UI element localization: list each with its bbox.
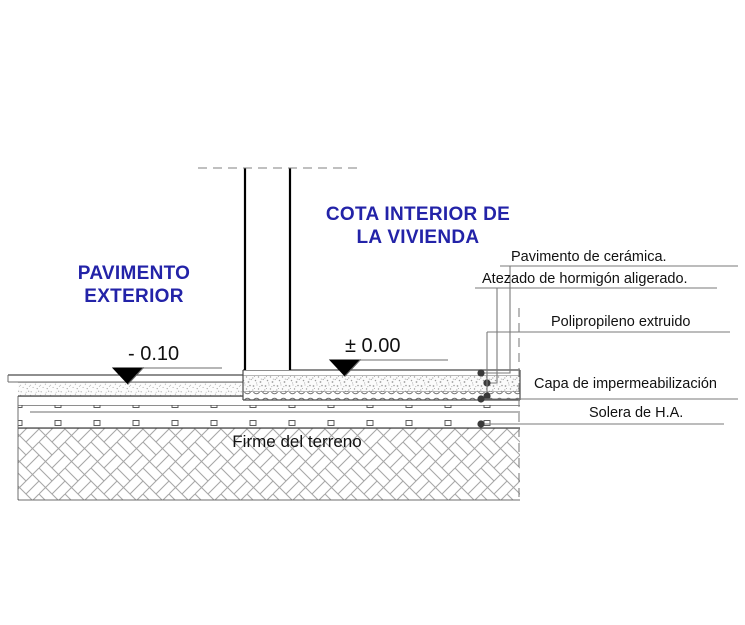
ground-hatch — [18, 428, 520, 500]
exterior-zone-label-line1: PAVIMENTO — [78, 263, 191, 284]
lightweight-screed-hatch — [243, 376, 520, 392]
exterior-level-tick — [127, 367, 144, 385]
insulation-circles — [243, 392, 520, 400]
annotation-leaders — [475, 265, 738, 428]
annotation-insulation: Polipropileno extruido — [551, 314, 690, 330]
ceramic-tile-body — [243, 370, 520, 376]
exterior-zone-label-line2: EXTERIOR — [84, 286, 184, 307]
leader-dot-waterproofing — [477, 395, 485, 403]
exterior-bed-hatch — [18, 382, 243, 396]
exterior-level-marker: - 0.10 — [111, 343, 222, 385]
interior-level-marker: ± 0.00 — [328, 335, 448, 377]
slab-rebar-hatch — [18, 405, 520, 428]
leader-dot-slab — [477, 420, 485, 428]
leader-dot-ceramic — [477, 369, 485, 377]
ground-label: Firme del terreno — [232, 432, 361, 451]
leader-dot-insulation — [483, 392, 491, 400]
interior-floor-buildup — [242, 369, 521, 401]
slab-layer — [17, 404, 520, 429]
wall-body — [245, 168, 290, 370]
annotation-ceramic: Pavimento de cerámica. — [511, 249, 667, 265]
interior-level-tick — [344, 359, 361, 377]
leader-ceramic — [481, 266, 511, 374]
interior-level-value: ± 0.00 — [345, 335, 400, 357]
leader-screed — [487, 288, 498, 384]
annotation-waterproofing: Capa de impermeabilización — [534, 376, 717, 392]
interior-zone-label-line2: LA VIVIENDA — [357, 227, 480, 248]
interior-zone-label-line1: COTA INTERIOR DE — [326, 204, 510, 225]
ground-layer — [17, 427, 520, 501]
annotation-screed: Atezado de hormigón aligerado. — [482, 271, 688, 287]
exterior-level-value: - 0.10 — [128, 343, 179, 365]
wall-section — [198, 167, 358, 370]
annotation-slab: Solera de H.A. — [589, 405, 683, 421]
